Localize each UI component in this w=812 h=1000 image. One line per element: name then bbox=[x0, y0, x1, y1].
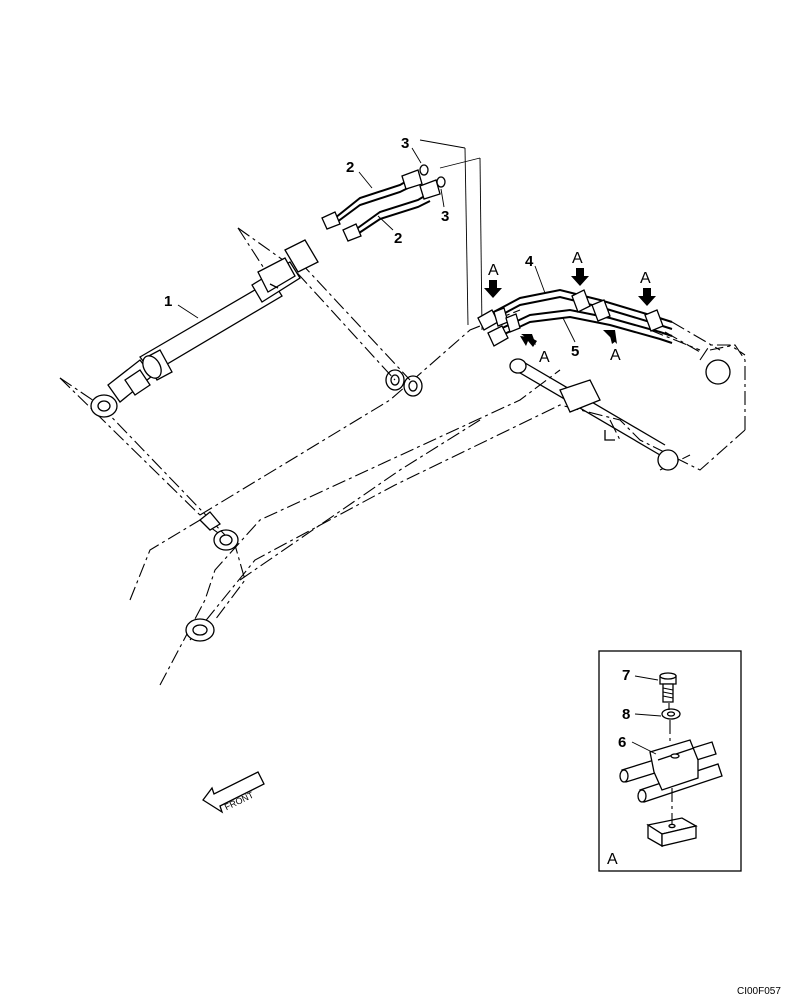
boom-foot-pin bbox=[185, 618, 215, 642]
view-label-a2: A bbox=[572, 250, 583, 267]
view-arrow-a2 bbox=[571, 268, 589, 286]
view-arrow-a4 bbox=[520, 334, 537, 347]
long-hose-lower bbox=[487, 308, 673, 347]
leader-7 bbox=[634, 675, 659, 681]
callout-2-lower: 2 bbox=[394, 230, 402, 247]
view-label-a4: A bbox=[539, 349, 550, 366]
callout-3-lower: 3 bbox=[441, 208, 449, 225]
detail-view-a: 7 8 6 A bbox=[598, 650, 742, 872]
view-arrow-a5 bbox=[603, 330, 617, 344]
view-label-a3: A bbox=[640, 270, 651, 287]
bolt-part bbox=[659, 672, 677, 703]
washer-part bbox=[661, 708, 681, 720]
callout-1: 1 bbox=[164, 293, 172, 310]
cylinder-bottom-pin bbox=[213, 529, 239, 551]
leader-6 bbox=[631, 741, 657, 755]
callout-7: 7 bbox=[622, 667, 630, 684]
boom-nose-pin bbox=[657, 359, 731, 471]
figure-code: CI00F057 bbox=[737, 986, 781, 997]
projection-lines bbox=[59, 139, 721, 536]
callout-5: 5 bbox=[571, 343, 579, 360]
front-arrow-icon: FRONT bbox=[202, 771, 265, 814]
callout-6: 6 bbox=[618, 734, 626, 751]
view-arrow-a3 bbox=[638, 288, 656, 306]
boom-outline bbox=[129, 309, 746, 686]
callout-3-upper: 3 bbox=[401, 135, 409, 152]
front-label: FRONT bbox=[223, 790, 256, 813]
view-arrow-a1 bbox=[484, 280, 502, 298]
o-ring-lower bbox=[436, 176, 446, 188]
callout-4: 4 bbox=[525, 253, 534, 270]
hose-clamps bbox=[493, 289, 664, 333]
callout-2-upper: 2 bbox=[346, 159, 354, 176]
leader-8 bbox=[634, 713, 662, 717]
clamp-part bbox=[619, 739, 723, 803]
callout-8: 8 bbox=[622, 706, 630, 723]
detail-view-label: A bbox=[607, 851, 618, 868]
arm-cylinder-rear bbox=[509, 358, 666, 456]
short-hose-upper bbox=[321, 169, 423, 230]
view-label-a5: A bbox=[610, 347, 621, 364]
o-ring-upper bbox=[419, 164, 429, 176]
assembly-centerline bbox=[668, 703, 673, 824]
view-label-a1: A bbox=[488, 262, 499, 279]
block-nut-part bbox=[646, 817, 698, 848]
leader-lines bbox=[177, 147, 576, 343]
boom-cylinder bbox=[90, 239, 319, 531]
short-hose-lower bbox=[342, 179, 441, 242]
